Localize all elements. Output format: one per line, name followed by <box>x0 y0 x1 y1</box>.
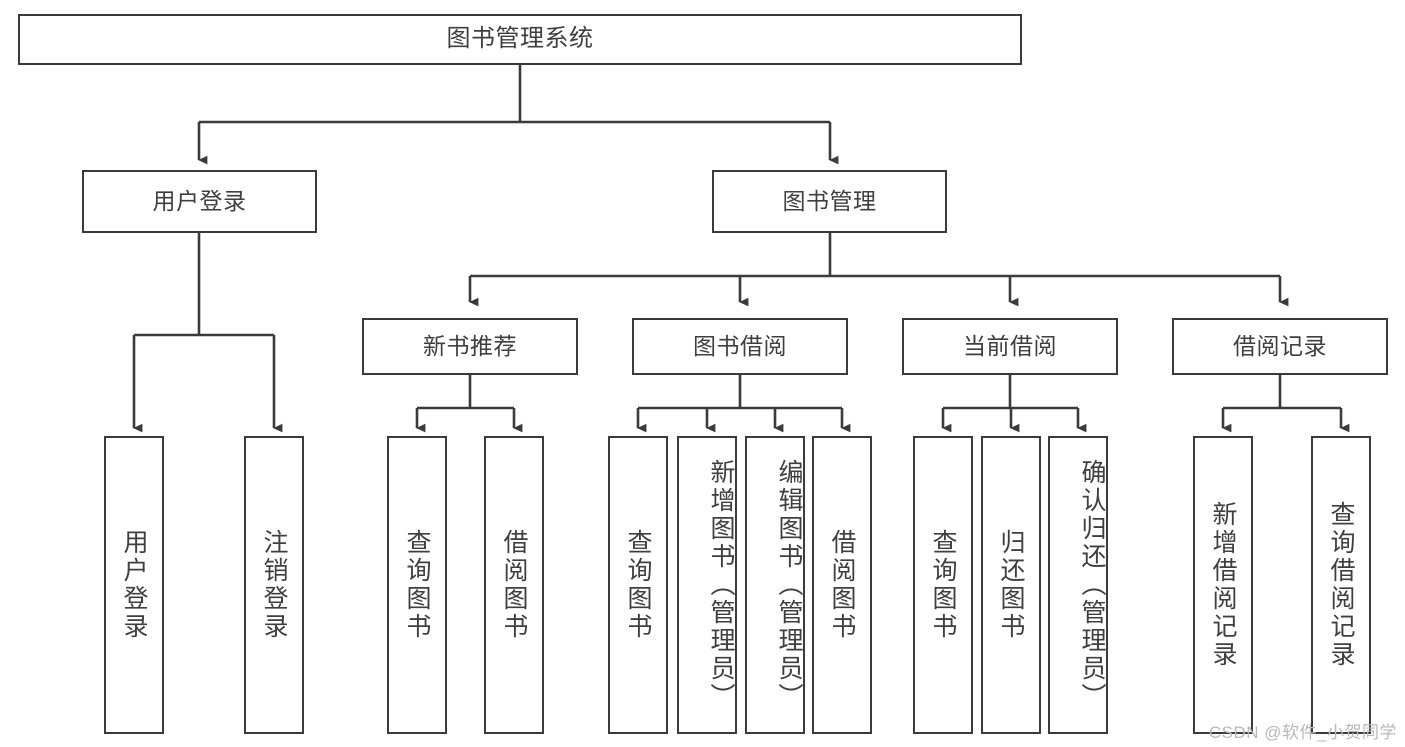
node-label: 新增借阅记录 <box>1209 501 1237 669</box>
node-leaf-add-borrow-record[interactable]: 新增借阅记录 <box>1193 436 1253 734</box>
node-current-borrow[interactable]: 当前借阅 <box>902 318 1118 375</box>
node-label: 借阅记录 <box>1233 332 1327 359</box>
node-leaf-return-book[interactable]: 归还图书 <box>981 436 1041 734</box>
node-label: 当前借阅 <box>963 332 1057 359</box>
node-label: 注销登录 <box>260 529 288 641</box>
node-root-system[interactable]: 图书管理系统 <box>18 14 1022 65</box>
node-label: 新书推荐 <box>423 332 517 359</box>
node-leaf-query-book-recommend[interactable]: 查询图书 <box>387 436 447 734</box>
node-label: 新增图书（管理员） <box>707 459 735 711</box>
node-book-management[interactable]: 图书管理 <box>712 170 947 233</box>
node-label: 查询图书 <box>929 529 957 641</box>
node-leaf-add-book[interactable]: 新增图书（管理员） <box>677 436 737 734</box>
node-label: 借阅图书 <box>500 529 528 641</box>
node-borrow-record[interactable]: 借阅记录 <box>1172 318 1388 375</box>
node-label: 查询图书 <box>403 529 431 641</box>
node-new-book-recommend[interactable]: 新书推荐 <box>362 318 578 375</box>
node-label: 用户登录 <box>152 187 247 214</box>
node-label: 归还图书 <box>997 529 1025 641</box>
node-leaf-confirm-return[interactable]: 确认归还（管理员） <box>1048 436 1108 734</box>
node-label: 查询图书 <box>624 529 652 641</box>
node-book-borrow[interactable]: 图书借阅 <box>632 318 848 375</box>
watermark-text: CSDN @软件_小贺同学 <box>1208 723 1397 742</box>
node-leaf-logout-login[interactable]: 注销登录 <box>244 436 304 734</box>
node-label: 图书管理 <box>782 187 877 214</box>
node-label: 查询借阅记录 <box>1327 501 1355 669</box>
node-label: 用户登录 <box>120 529 148 641</box>
node-label: 编辑图书（管理员） <box>775 459 803 711</box>
node-label: 图书管理系统 <box>446 25 594 53</box>
node-leaf-borrow-book-recommend[interactable]: 借阅图书 <box>484 436 544 734</box>
node-label: 借阅图书 <box>828 529 856 641</box>
node-leaf-query-book-current[interactable]: 查询图书 <box>913 436 973 734</box>
node-leaf-query-book-borrow[interactable]: 查询图书 <box>608 436 668 734</box>
node-leaf-edit-book[interactable]: 编辑图书（管理员） <box>745 436 805 734</box>
node-leaf-query-borrow-record[interactable]: 查询借阅记录 <box>1311 436 1371 734</box>
node-label: 确认归还（管理员） <box>1078 459 1106 711</box>
node-leaf-user-login[interactable]: 用户登录 <box>104 436 164 734</box>
node-leaf-borrow-book[interactable]: 借阅图书 <box>812 436 872 734</box>
node-user-login[interactable]: 用户登录 <box>82 170 317 233</box>
node-label: 图书借阅 <box>693 332 787 359</box>
